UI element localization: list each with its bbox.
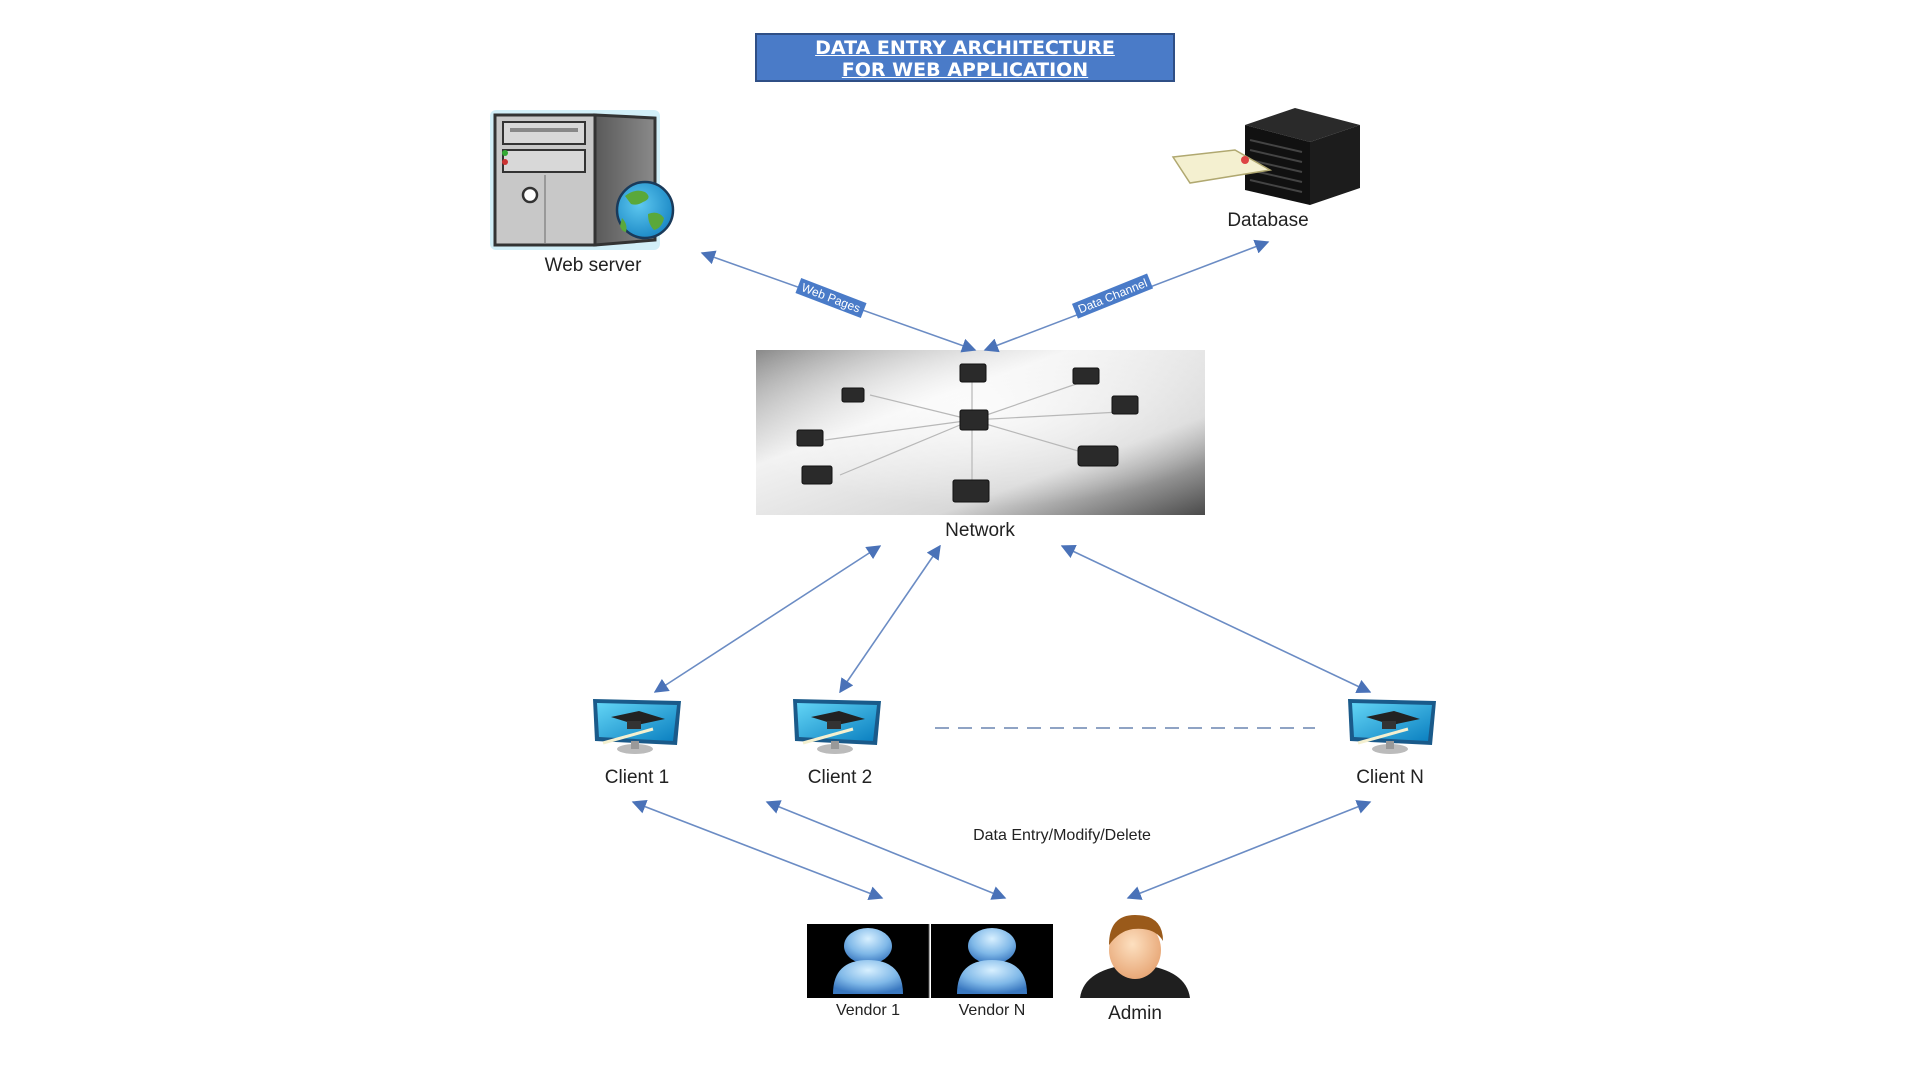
arrow-client-n-to-admin [1126, 800, 1372, 900]
network-image [756, 350, 1205, 515]
client-1-label: Client 1 [604, 767, 670, 788]
client-n-icon [1346, 697, 1438, 756]
client-n-label: Client N [1356, 767, 1424, 788]
vendor-1-label: Vendor 1 [835, 1002, 901, 1019]
admin-icon [1080, 915, 1190, 998]
web-server-icon [490, 110, 675, 250]
diagram-title: DATA ENTRY ARCHITECTURE FOR WEB APPLICAT… [755, 33, 1175, 82]
network-label: Network [945, 520, 1015, 541]
title-line-1: DATA ENTRY ARCHITECTURE [815, 37, 1115, 59]
arrow-network-to-client-2 [839, 544, 941, 694]
vendor-n-icon [931, 924, 1053, 998]
database-icon [1171, 108, 1360, 205]
client-2-label: Client 2 [807, 767, 873, 788]
vendor-1-icon [807, 924, 929, 998]
arrow-client-1-to-vendor-1 [631, 799, 884, 901]
database-label: Database [1227, 210, 1309, 231]
web-server-label: Web server [544, 255, 642, 276]
connection-arrows [631, 239, 1372, 901]
client-2-icon [791, 697, 883, 756]
arrow-network-to-client-n [1060, 545, 1372, 693]
client-actions-label: Data Entry/Modify/Delete [973, 827, 1151, 844]
admin-label: Admin [1108, 1003, 1162, 1024]
title-line-2: FOR WEB APPLICATION [841, 59, 1089, 81]
vendor-n-label: Vendor N [958, 1002, 1026, 1019]
arrow-network-to-client-1 [653, 545, 882, 693]
client-1-icon [591, 697, 683, 756]
arrow-client-2-to-vendor-n [765, 800, 1007, 900]
